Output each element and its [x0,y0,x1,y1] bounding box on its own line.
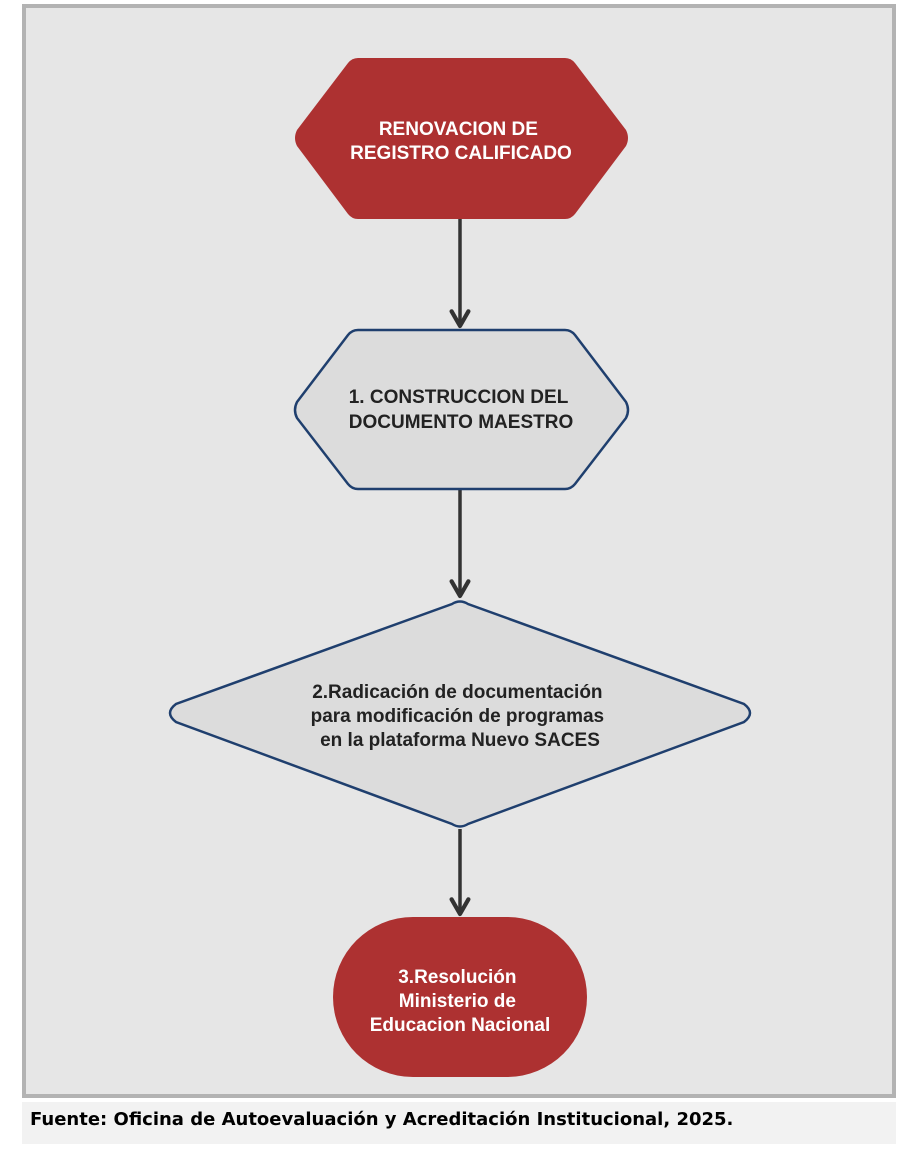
end-node-label: 3.Resolución Ministerio de Educacion Nac… [370,967,551,1036]
start-node: RENOVACION DE REGISTRO CALIFICADO [295,58,628,219]
source-caption: Fuente: Oficina de Autoevaluación y Acre… [30,1109,734,1130]
step1-node: 1. CONSTRUCCION DEL DOCUMENTO MAESTRO [293,328,630,491]
caption-bar [22,1102,896,1144]
step1-label-line-1: 1. CONSTRUCCION DEL [349,387,569,408]
step2-label-line-2: para modificación de programas [311,706,605,727]
end-label-line-1: 3.Resolución [398,967,516,988]
step2-label-line-1: 2.Radicación de documentación [312,682,602,703]
end-label-line-2: Ministerio de [399,991,516,1012]
end-terminal-shape [333,917,587,1077]
step1-label-line-2: DOCUMENTO MAESTRO [349,412,573,433]
start-node-label: RENOVACION DE REGISTRO CALIFICADO [350,119,572,164]
step1-node-label: 1. CONSTRUCCION DEL DOCUMENTO MAESTRO [349,387,574,433]
step2-node: 2.Radicación de documentación para modif… [168,600,752,828]
step1-hexagon-shape [293,328,630,491]
step2-node-label: 2.Radicación de documentación para modif… [311,682,610,751]
start-label-line-2: REGISTRO CALIFICADO [350,143,572,164]
step2-diamond-shape [168,600,752,828]
end-node: 3.Resolución Ministerio de Educacion Nac… [333,917,587,1077]
start-hexagon-shape [295,58,628,219]
step2-label-line-3: en la plataforma Nuevo SACES [320,730,600,751]
end-label-line-3: Educacion Nacional [370,1015,551,1036]
start-label-line-1: RENOVACION DE [379,119,538,140]
